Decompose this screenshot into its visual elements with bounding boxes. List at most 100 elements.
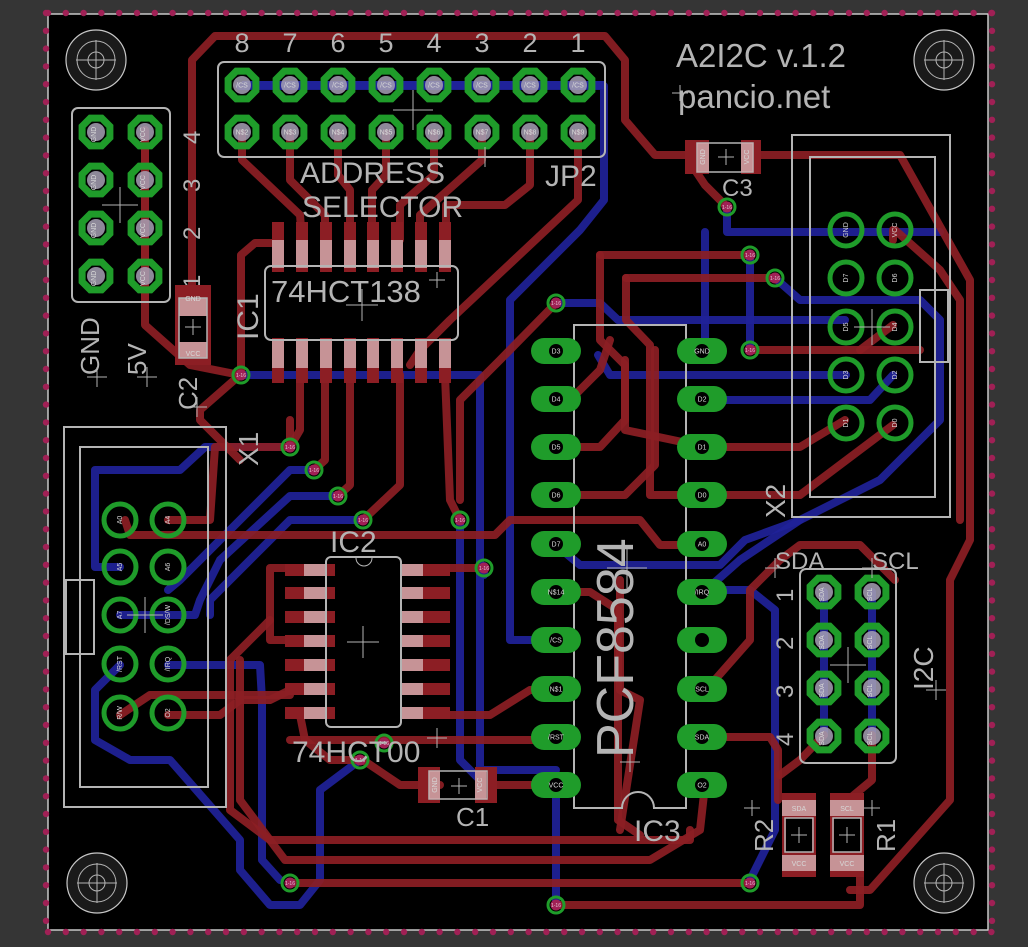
power-pin-vcc[interactable]: VCC xyxy=(127,162,163,198)
power-pin-gnd[interactable]: GND xyxy=(78,258,114,294)
power-pin-gnd[interactable]: GND xyxy=(78,162,114,198)
x2-pin[interactable]: D1 xyxy=(827,404,865,442)
i2c-pin-scl[interactable]: SCL xyxy=(854,718,890,754)
ic3-pin[interactable]: D0 xyxy=(677,482,727,508)
jp2-pin[interactable]: /CS xyxy=(560,67,596,103)
i2c-pin-sda[interactable]: SDA xyxy=(806,718,842,754)
x1-pin[interactable]: A0 xyxy=(101,501,139,539)
via[interactable]: 1-16 xyxy=(328,486,348,506)
jp2-pin[interactable]: N$7 xyxy=(464,114,500,150)
jp2-pin[interactable]: N$8 xyxy=(512,114,548,150)
power-pin-vcc[interactable]: VCC xyxy=(127,210,163,246)
dimension-dot xyxy=(632,928,639,936)
via[interactable]: 1-16 xyxy=(740,245,760,265)
dimension-dot xyxy=(650,9,657,17)
x2-pin[interactable]: D2 xyxy=(876,356,914,394)
x1-pin[interactable]: /IRQ xyxy=(149,645,187,683)
x2-pin[interactable]: D3 xyxy=(827,356,865,394)
x1-pin[interactable]: /RST xyxy=(101,645,139,683)
power-pin-vcc[interactable]: VCC xyxy=(127,258,163,294)
i2c-pin-sda[interactable]: SDA xyxy=(806,574,842,610)
x1-pin[interactable]: A5 xyxy=(101,548,139,586)
i2c-pin-sda[interactable]: SDA xyxy=(806,622,842,658)
jp2-pin[interactable]: /CS xyxy=(272,67,308,103)
x2-pin[interactable]: D7 xyxy=(827,259,865,297)
ic3-pin[interactable]: VCC xyxy=(531,772,581,798)
x2-pin[interactable]: VCC xyxy=(876,211,914,249)
via[interactable]: 1-16 xyxy=(280,437,300,457)
via-label: 1-16 xyxy=(236,373,246,379)
via[interactable]: 1-16 xyxy=(765,268,785,288)
via[interactable]: 1-16 xyxy=(717,197,737,217)
dimension-dot xyxy=(988,383,996,390)
via[interactable]: 1-16 xyxy=(546,293,566,313)
ic3-pin[interactable]: /CS xyxy=(531,627,581,653)
via[interactable]: 1-16 xyxy=(280,873,300,893)
via[interactable]: 1-16 xyxy=(474,558,494,578)
ic3-pin[interactable]: D3 xyxy=(531,338,581,364)
dimension-dot xyxy=(454,9,461,17)
ic3-pin[interactable]: SCL xyxy=(677,676,727,702)
top-trace xyxy=(856,321,897,354)
jp2-pin[interactable]: /CS xyxy=(464,67,500,103)
power-pin-gnd[interactable]: GND xyxy=(78,114,114,150)
dimension-dot xyxy=(828,928,835,936)
x1-pin[interactable]: O2 xyxy=(149,694,187,732)
ic3-pin[interactable]: N$1 xyxy=(531,676,581,702)
x1-pin[interactable]: A4 xyxy=(149,501,187,539)
ic3-pin[interactable]: O2 xyxy=(677,772,727,798)
via[interactable]: 1-16 xyxy=(450,510,470,530)
x2-pin[interactable]: D6 xyxy=(876,259,914,297)
via[interactable]: 1-16 xyxy=(374,733,394,753)
jp2-pin[interactable]: N$5 xyxy=(368,114,404,150)
x1-pin[interactable]: A6 xyxy=(149,548,187,586)
via[interactable]: 1-16 xyxy=(353,510,373,530)
via[interactable]: 1-16 xyxy=(740,340,760,360)
power-pin-gnd[interactable]: GND xyxy=(78,210,114,246)
i2c-pin-scl[interactable]: SCL xyxy=(854,670,890,706)
ic3-pin[interactable]: GND xyxy=(677,338,727,364)
x2-pin[interactable]: GND xyxy=(827,211,865,249)
ic3-pin[interactable]: N$14 xyxy=(531,579,581,605)
via[interactable]: 1-16 xyxy=(740,873,760,893)
jp2-pin[interactable]: /CS xyxy=(416,67,452,103)
power-pin-vcc[interactable]: VCC xyxy=(127,114,163,150)
top-trace xyxy=(188,32,699,304)
ic3-pin[interactable]: D5 xyxy=(531,434,581,460)
jp2-pin[interactable]: N$4 xyxy=(320,114,356,150)
dimension-dot xyxy=(42,116,50,124)
via[interactable]: 1-16 xyxy=(231,365,251,385)
i2c-pin-scl[interactable]: SCL xyxy=(854,622,890,658)
dimension-dot xyxy=(845,928,853,936)
jp2-pin[interactable]: /CS xyxy=(512,67,548,103)
ic3-pin[interactable]: D4 xyxy=(531,386,581,412)
via[interactable]: 1-16 xyxy=(546,895,566,915)
ic3-pin[interactable]: /RST xyxy=(531,724,581,750)
ic3-pin[interactable]: SDA xyxy=(677,724,727,750)
jp2-pin[interactable]: /CS xyxy=(368,67,404,103)
via[interactable]: 1-16 xyxy=(304,460,324,480)
jp2-pin[interactable]: N$3 xyxy=(272,114,308,150)
ic3-pin[interactable]: A0 xyxy=(677,531,727,557)
via[interactable]: 1-16 xyxy=(350,750,370,770)
ic3-pin[interactable]: D7 xyxy=(531,531,581,557)
jp2-pin[interactable]: N$6 xyxy=(416,114,452,150)
dimension-dot xyxy=(80,9,87,17)
jp2-pin[interactable]: /CS xyxy=(320,67,356,103)
jp2-pin[interactable]: N$2 xyxy=(224,114,260,150)
i2c-outline xyxy=(799,568,897,764)
pad-label: N$5 xyxy=(380,130,393,137)
ic3-pin[interactable]: /IRQ xyxy=(677,579,727,605)
x1-pin[interactable]: R/W xyxy=(101,694,139,732)
ic3-pin[interactable] xyxy=(677,627,727,653)
x2-pin[interactable]: D0 xyxy=(876,404,914,442)
i2c-pin-sda[interactable]: SDA xyxy=(806,670,842,706)
jp2-pin[interactable]: N$9 xyxy=(560,114,596,150)
jp2-pin[interactable]: /CS xyxy=(224,67,260,103)
ic3-pin[interactable]: D2 xyxy=(677,386,727,412)
ic3-pin[interactable]: D1 xyxy=(677,434,727,460)
i2c-pin-scl[interactable]: SCL xyxy=(854,574,890,610)
ic3-pin[interactable]: D6 xyxy=(531,482,581,508)
